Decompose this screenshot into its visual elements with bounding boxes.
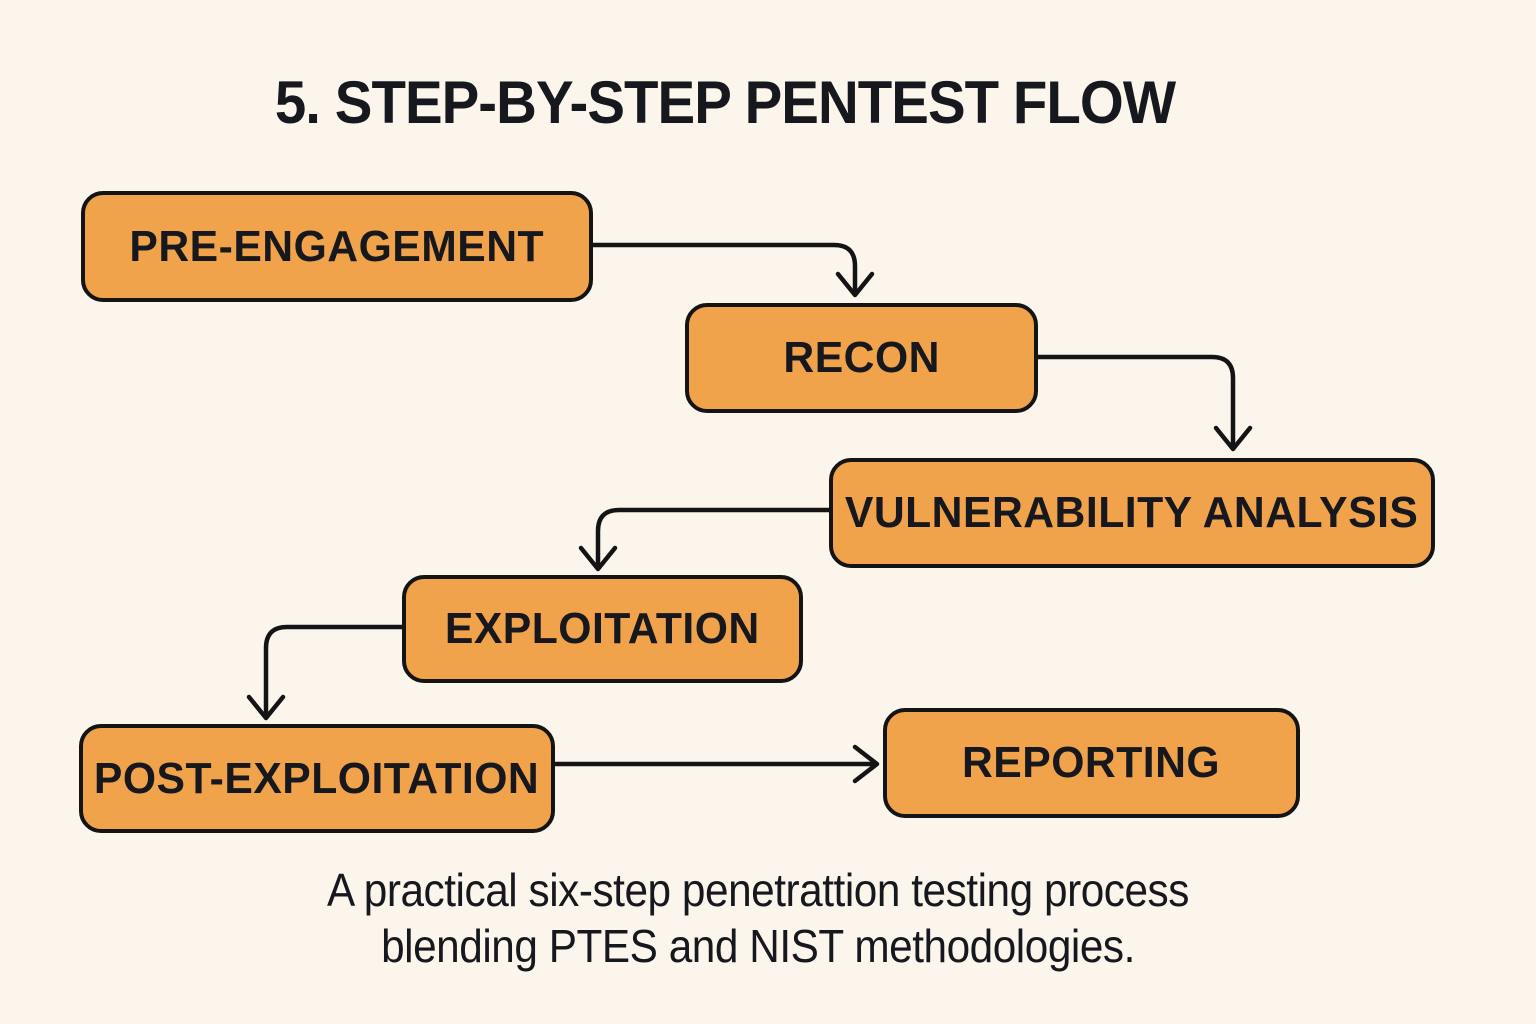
node-label: REPORTING: [962, 738, 1221, 787]
node-reporting: REPORTING: [883, 708, 1300, 818]
arrow-recon-to-vulnerability-analysis: [1035, 354, 1253, 452]
node-label: POST-EXPLOITATION: [94, 753, 540, 803]
node-label: RECON: [783, 333, 940, 382]
node-pre-engagement: PRE-ENGAGEMENT: [81, 191, 593, 302]
arrow-pre-engagement-to-recon: [590, 242, 875, 298]
node-label: PRE-ENGAGEMENT: [129, 221, 545, 271]
node-vulnerability-analysis: VULNERABILITY ANALYSIS: [829, 458, 1435, 568]
node-label: VULNERABILITY ANALYSIS: [845, 488, 1419, 537]
caption-line-2: blending PTES and NIST methodologies.: [381, 920, 1135, 973]
node-exploitation: EXPLOITATION: [402, 575, 803, 683]
arrow-exploitation-to-post-exploitation: [246, 624, 405, 721]
page-title: 5. STEP-BY-STEP PENTEST FLOW: [274, 69, 1176, 136]
node-recon: RECON: [685, 303, 1038, 413]
node-post-exploitation: POST-EXPLOITATION: [79, 724, 555, 833]
caption-line-1: A practical six-step penetrattion testin…: [327, 864, 1189, 916]
node-label: EXPLOITATION: [445, 604, 760, 653]
arrow-post-exploitation-to-reporting: [552, 744, 880, 784]
caption: A practical six-step penetrattion testin…: [327, 862, 1189, 974]
arrow-vulnerability-analysis-to-exploitation: [578, 507, 832, 572]
